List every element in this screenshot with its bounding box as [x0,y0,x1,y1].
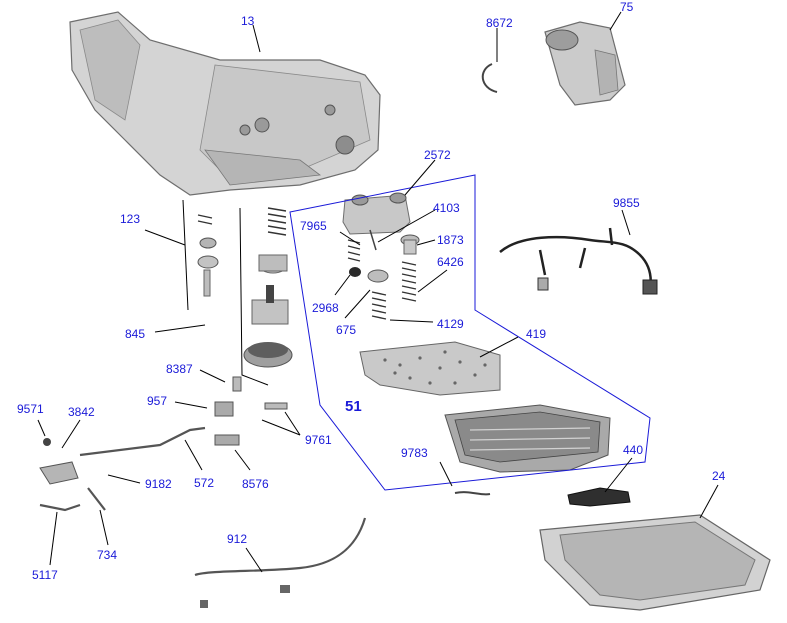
oil-pan-part [539,514,771,611]
callout-24: 24 [712,469,726,483]
callout-123: 123 [120,212,141,226]
callout-2968: 2968 [312,301,339,315]
extension-housing-part [544,21,626,106]
clip-9783-part [454,491,491,496]
leader-lines [37,11,719,573]
callout-51: 51 [345,398,362,415]
valve-body-part [444,404,611,473]
callout-9182: 9182 [145,477,172,491]
servo-123-part [197,237,219,297]
callout-4103: 4103 [433,201,460,215]
valve-body-group-outline [289,174,651,491]
bracket-440-part [567,487,631,507]
callout-419: 419 [526,327,547,341]
callout-957: 957 [147,394,168,408]
callout-675: 675 [336,323,357,337]
callout-9783: 9783 [401,446,428,460]
transmission-case-part [69,11,381,196]
accumulator-springs-part [197,207,417,320]
callout-6426: 6426 [437,255,464,269]
callout-9855: 9855 [613,196,640,210]
callout-3842: 3842 [68,405,95,419]
small-hardware-part [200,376,290,608]
snap-ring-part [481,63,498,93]
callout-5117: 5117 [32,568,58,582]
callout-8387: 8387 [166,362,193,376]
callout-734: 734 [97,548,118,562]
linkage-rods-part [39,426,367,577]
callout-440: 440 [623,443,644,457]
group-brackets [182,199,269,386]
manual-lever-part [39,438,79,485]
callout-4129: 4129 [437,317,464,331]
wiring-harness-part [499,227,658,295]
callout-7965: 7965 [300,219,327,233]
callout-845: 845 [125,327,146,341]
callout-912: 912 [227,532,248,546]
callout-9761: 9761 [305,433,332,447]
accumulator-pistons-part [349,229,420,283]
callout-2572: 2572 [424,148,451,162]
callout-8672: 8672 [486,16,513,30]
callout-8576: 8576 [242,477,269,491]
separator-plate-part [359,341,501,396]
accumulator-housing-part [342,192,411,235]
callout-572: 572 [194,476,215,490]
callout-9571: 9571 [17,402,44,416]
servo-assembly-part [243,254,293,368]
callout-75: 75 [620,0,634,14]
callout-13: 13 [241,14,255,28]
callout-1873: 1873 [437,233,464,247]
